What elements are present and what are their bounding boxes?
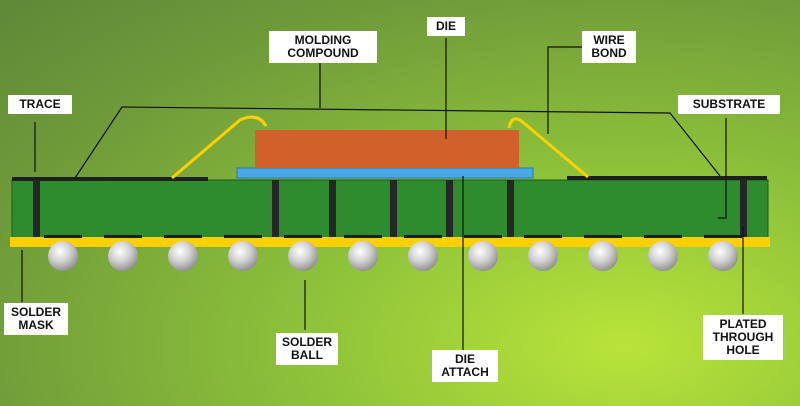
via xyxy=(740,180,747,237)
solder-ball xyxy=(648,241,678,271)
label-plated-through-hole: PLATED THROUGH HOLE xyxy=(703,315,783,360)
bottom-pads xyxy=(44,235,742,238)
label-trace: TRACE xyxy=(8,95,72,114)
label-solder-ball: SOLDER BALL xyxy=(276,333,338,365)
wire-bond-right xyxy=(507,117,589,179)
solder-ball xyxy=(168,241,198,271)
label-wire-bond: WIRE BOND xyxy=(582,31,636,63)
solder-ball xyxy=(708,241,738,271)
leader-lines xyxy=(21,38,744,350)
label-die-attach: DIE ATTACH xyxy=(432,350,498,382)
die xyxy=(255,130,519,168)
solder-ball xyxy=(48,241,78,271)
solder-ball xyxy=(468,241,498,271)
leader-wire-bond xyxy=(547,46,582,134)
trace-right xyxy=(567,176,767,180)
solder-balls xyxy=(48,241,738,271)
solder-ball xyxy=(528,241,558,271)
wire-bond-left xyxy=(171,115,268,180)
via xyxy=(272,180,279,237)
solder-ball xyxy=(288,241,318,271)
via xyxy=(33,180,40,237)
solder-ball xyxy=(588,241,618,271)
trace-left xyxy=(12,177,208,181)
via xyxy=(329,180,336,237)
die-attach xyxy=(236,167,534,179)
solder-ball xyxy=(408,241,438,271)
label-solder-mask: SOLDER MASK xyxy=(4,303,68,335)
leader-substrate xyxy=(718,118,727,219)
label-molding-compound: MOLDING COMPOUND xyxy=(269,31,377,63)
solder-mask xyxy=(10,237,770,247)
via xyxy=(390,180,397,237)
label-die: DIE xyxy=(427,17,465,36)
molding-compound-outline xyxy=(74,106,721,179)
solder-ball xyxy=(228,241,258,271)
label-substrate: SUBSTRATE xyxy=(678,95,780,114)
via xyxy=(446,180,453,237)
solder-ball xyxy=(108,241,138,271)
solder-ball xyxy=(348,241,378,271)
vias xyxy=(33,180,747,237)
via xyxy=(507,180,514,237)
